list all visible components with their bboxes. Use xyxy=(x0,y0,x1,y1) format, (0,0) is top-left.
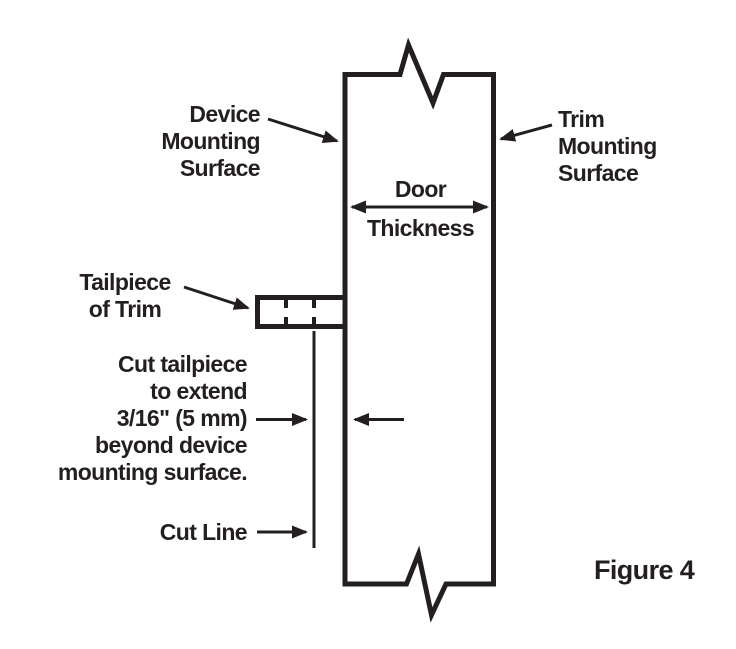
cut-tailpiece-note-label: Cut tailpiece to extend 3/16" (5 mm) bey… xyxy=(57,351,248,485)
device-mounting-surface-label: Device Mounting Surface xyxy=(161,101,260,181)
tailpiece-of-trim-label: Tailpiece of Trim xyxy=(79,269,171,322)
tailpiece-icon xyxy=(255,295,348,329)
cut-line-label: Cut Line xyxy=(159,519,248,545)
door-cross-section-icon xyxy=(342,37,496,623)
tailpiece-arrow xyxy=(183,285,250,310)
figure-caption: Figure 4 xyxy=(594,555,695,585)
device-mounting-arrow xyxy=(267,117,339,143)
door-thickness-label-bottom: Thickness xyxy=(366,215,475,241)
trim-mounting-arrow xyxy=(499,123,553,142)
trim-mounting-surface-label: Trim Mounting Surface xyxy=(558,106,657,186)
door-thickness-label-top: Door xyxy=(394,176,447,202)
